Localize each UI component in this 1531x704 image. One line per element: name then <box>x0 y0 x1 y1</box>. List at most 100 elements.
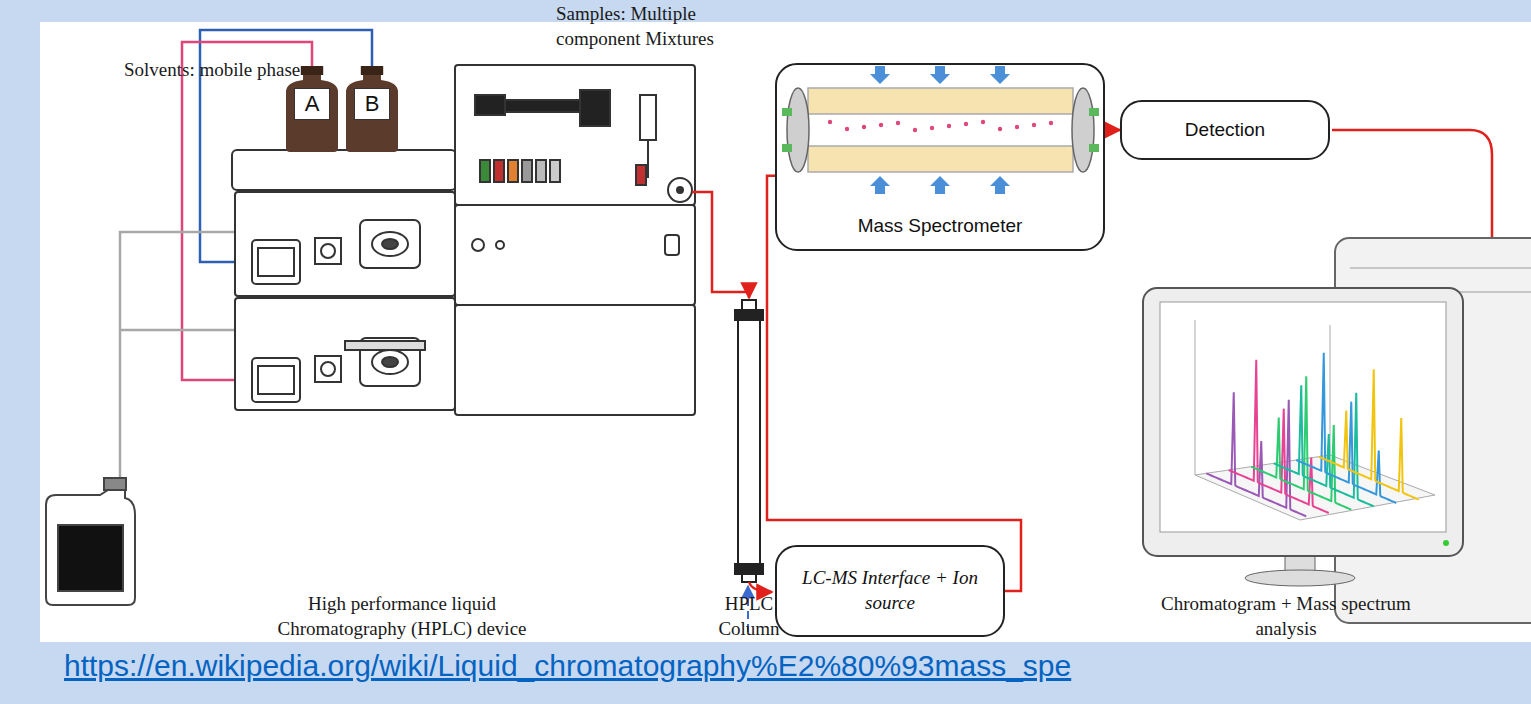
panel <box>40 22 1531 642</box>
hplc-device-part <box>345 341 425 350</box>
hplc-column-part <box>735 564 763 574</box>
samples-label: Samples: Multiple component Mixtures <box>556 2 731 51</box>
hplc-device-part <box>252 240 300 284</box>
hplc-device-part <box>382 239 398 249</box>
analysis-label: Chromatogram + Mass spectrum analysis <box>1146 592 1426 641</box>
autosampler-part <box>455 205 695 305</box>
node-text: B <box>354 88 390 120</box>
autosampler <box>455 65 695 415</box>
autosampler-part <box>668 178 692 202</box>
mass-analyzer-part <box>782 144 792 152</box>
hplc-column-part <box>738 318 760 566</box>
flow-lines-part <box>692 192 749 298</box>
computer-part <box>1350 268 1531 269</box>
autosampler-part <box>677 187 683 193</box>
hplc-device <box>232 150 456 410</box>
autosampler-part <box>480 160 490 182</box>
autosampler-part <box>665 235 679 255</box>
autosampler-part <box>475 95 505 115</box>
mass-analyzer-part <box>808 88 1073 114</box>
hplc-device-part <box>235 298 455 410</box>
bottle-cap <box>361 66 383 75</box>
ion-dot <box>1049 121 1053 125</box>
autosampler-part <box>580 90 610 126</box>
bottle-body <box>346 75 398 152</box>
hplc-column-part <box>742 300 756 310</box>
node-text: LC-MS Interface + Ion source <box>795 566 985 615</box>
hplc-column <box>735 300 763 582</box>
hplc-device-part <box>321 362 335 376</box>
field-arrow <box>930 176 950 194</box>
wash-jug <box>46 478 135 605</box>
autosampler-part <box>505 100 583 112</box>
hplc-device-part <box>235 192 455 296</box>
hplc-device-part <box>232 150 456 190</box>
bottle-body <box>286 75 338 152</box>
ion-dot <box>828 120 832 124</box>
autosampler-part <box>496 241 504 249</box>
flow-connector <box>1105 129 1120 132</box>
ion-dot <box>845 127 849 131</box>
autosampler-part <box>640 95 656 140</box>
computer <box>1143 238 1531 623</box>
wash-jug-part <box>46 490 135 605</box>
ion-dot <box>947 124 951 128</box>
autosampler-part <box>508 160 518 182</box>
mass-analyzer-part <box>808 146 1073 172</box>
hplc-device-part <box>315 356 341 382</box>
field-arrow <box>930 66 950 84</box>
mass-spectrometer-box: Mass Spectrometer <box>775 63 1105 251</box>
solvent-bottle: B <box>344 66 400 152</box>
hplc-device-part <box>315 238 341 264</box>
flow-connector <box>767 176 1021 591</box>
flow-lines <box>692 130 1492 632</box>
hplc-column-part <box>742 574 756 582</box>
flow-lines-part <box>749 582 772 592</box>
node-text: Mass Spectrometer <box>858 214 1023 239</box>
hplc-device-part <box>382 357 398 367</box>
computer-part <box>1245 570 1355 586</box>
column-label: HPLC Column <box>706 592 792 641</box>
field-arrow <box>870 66 890 84</box>
ion-dot <box>896 121 900 125</box>
computer-part <box>1143 288 1463 556</box>
device-label: High performance liquid Chromatography (… <box>262 592 542 641</box>
wash-jug-part <box>58 525 123 591</box>
autosampler-part <box>550 160 560 182</box>
ion-dot <box>964 122 968 126</box>
autosampler-part <box>536 160 546 182</box>
mass-analyzer-part <box>1072 88 1094 172</box>
mass-analyzer-part <box>1089 108 1099 116</box>
ion-dot <box>1015 125 1019 129</box>
autosampler-part <box>455 305 695 415</box>
autosampler-part <box>636 165 646 185</box>
computer-part <box>1443 540 1449 546</box>
autosampler-part <box>522 160 532 182</box>
wash-jug-part <box>104 478 126 490</box>
autosampler-part <box>455 65 695 205</box>
node-text: A <box>294 88 330 120</box>
ion-dot <box>1032 123 1036 127</box>
autosampler-part <box>472 239 484 251</box>
ion-dot <box>913 128 917 132</box>
ion-dot <box>879 123 883 127</box>
detection-box: Detection <box>1120 100 1330 160</box>
interface-box: LC-MS Interface + Ion source <box>775 545 1005 637</box>
flow-lines-part <box>1332 130 1492 238</box>
ion-dot <box>862 125 866 129</box>
solvent-tubing-part <box>120 232 252 488</box>
hplc-device-part <box>372 350 408 374</box>
hplc-device-part <box>252 358 300 402</box>
hplc-device-part <box>258 248 294 276</box>
hplc-device-part <box>321 244 335 258</box>
mass-analyzer-part <box>787 88 809 172</box>
source-link: https://en.wikipedia.org/wiki/Liquid_chr… <box>64 648 1071 684</box>
field-arrow <box>870 176 890 194</box>
autosampler-part <box>494 160 504 182</box>
field-arrow <box>990 176 1010 194</box>
chromatogram-traces <box>1206 353 1419 517</box>
solvent-tubing-part <box>120 329 252 332</box>
hplc-column-part <box>735 310 763 320</box>
mass-analyzer-part <box>782 108 792 116</box>
hplc-device-part <box>360 220 420 268</box>
